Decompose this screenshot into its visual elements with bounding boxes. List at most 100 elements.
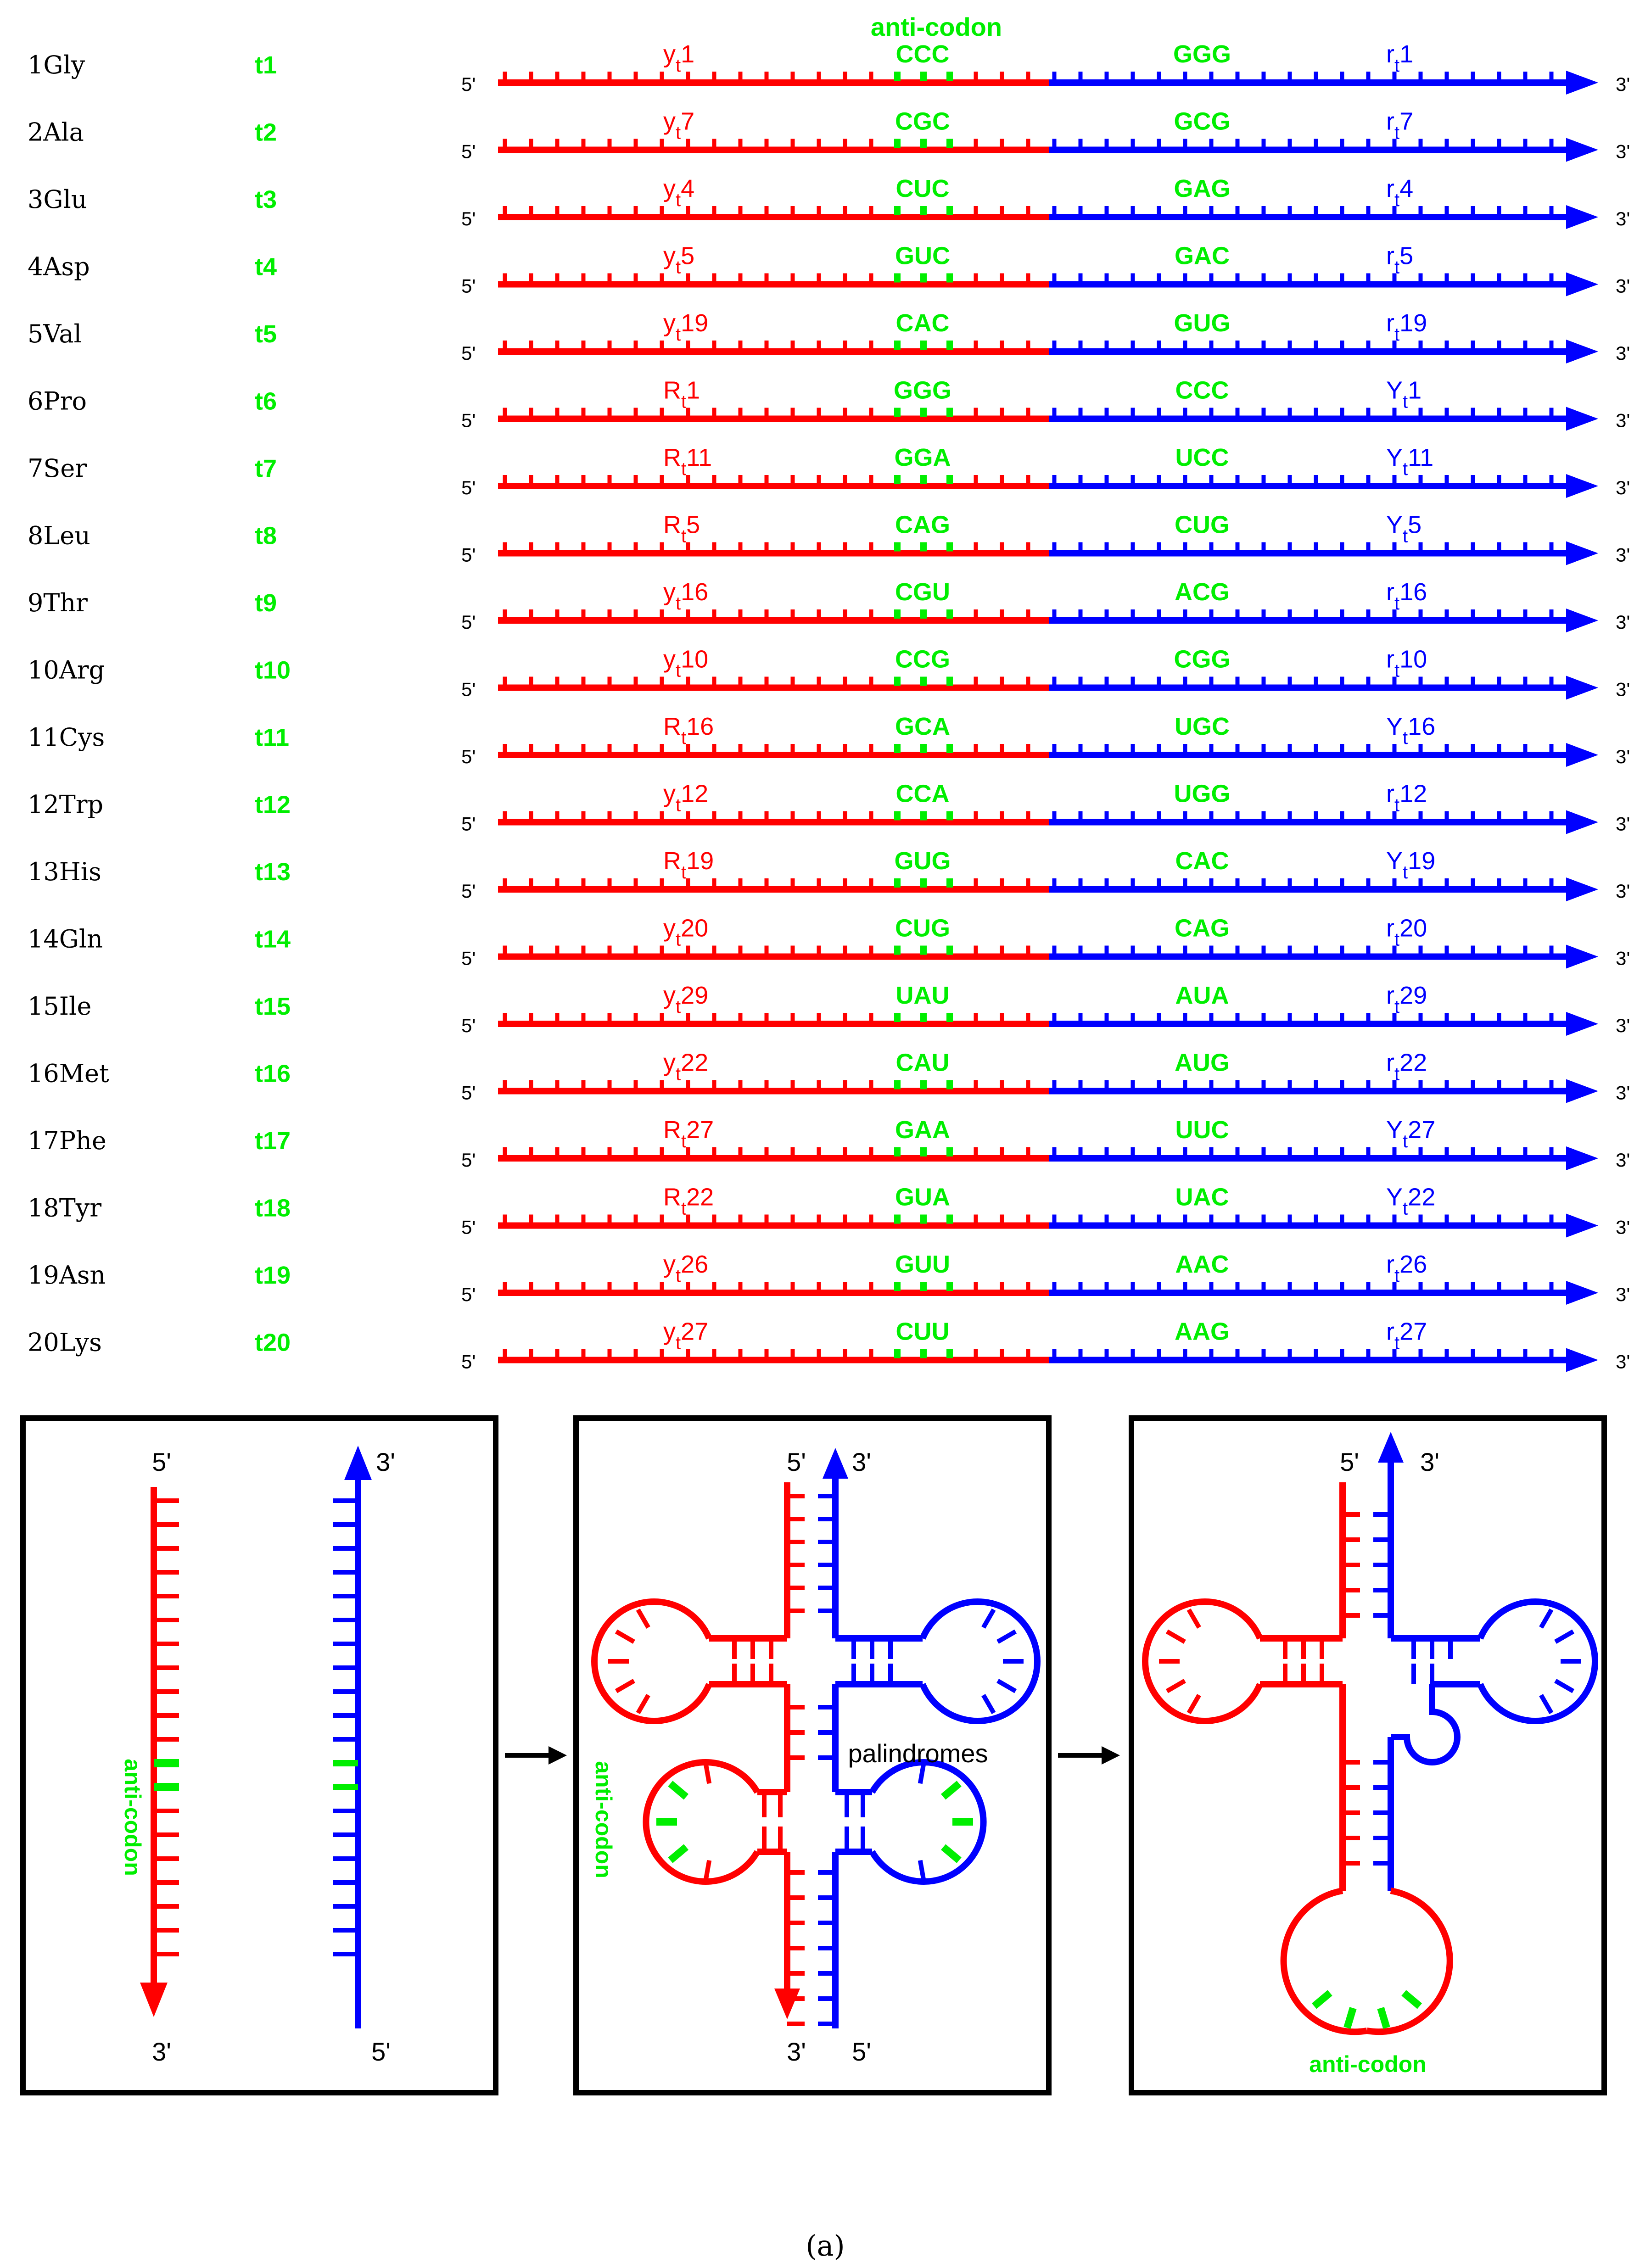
panel2-palindromes-label: palindromes xyxy=(848,1739,988,1768)
loop-base-tick xyxy=(940,1781,962,1800)
loop-base-tick xyxy=(918,1763,926,1784)
right-index-sub: t xyxy=(1403,862,1408,883)
amino-acid-label: 20Lys xyxy=(28,1328,102,1357)
anticodon-triplet: CUU xyxy=(896,1318,950,1346)
left-index-label: yt22 xyxy=(663,1049,708,1084)
trna-tag: t8 xyxy=(255,522,277,550)
left-index-num: 27 xyxy=(686,1116,714,1144)
complement-triplet: UUC xyxy=(1175,1116,1229,1144)
amino-acid-label: 17Phe xyxy=(28,1126,106,1155)
left-index-sub: t xyxy=(681,728,686,748)
right-index-num: 11 xyxy=(1408,444,1433,471)
left-index-num: 5 xyxy=(681,242,694,270)
strand-arrowhead xyxy=(1566,138,1598,162)
right-index-label: Yt1 xyxy=(1386,377,1422,412)
panel1-blue-ticks xyxy=(333,1498,358,1956)
complement-triplet: UGC xyxy=(1175,713,1230,740)
five-prime-label: 5' xyxy=(461,746,476,767)
right-index-num: 1 xyxy=(1399,40,1413,68)
loop-base-tick xyxy=(940,1844,962,1863)
five-prime-label: 5' xyxy=(461,1082,476,1104)
left-index-label: yt5 xyxy=(663,242,694,278)
amino-acid-label: 15Ile xyxy=(28,992,91,1021)
right-index-sub: t xyxy=(1394,1266,1399,1286)
panel1-label-bottom-right: 5' xyxy=(371,2037,391,2066)
left-index-num: 19 xyxy=(681,309,708,337)
left-index-num: 10 xyxy=(681,646,708,673)
three-prime-label: 3' xyxy=(1616,1149,1630,1171)
panel1-label-top-right: 3' xyxy=(376,1447,395,1476)
loop-base-tick xyxy=(1343,2007,1357,2029)
loop-base-tick xyxy=(1539,1694,1554,1715)
right-index-num: 16 xyxy=(1408,713,1435,740)
right-index-num: 16 xyxy=(1399,578,1427,606)
left-index-label: yt26 xyxy=(663,1251,708,1286)
right-index-label: rt22 xyxy=(1386,1049,1427,1084)
trna-tag: t12 xyxy=(255,791,291,819)
panel3-anticodon-loop-blue xyxy=(1366,1888,1453,2035)
strand-arrowhead xyxy=(1566,340,1598,363)
right-index-num: 5 xyxy=(1399,242,1413,270)
panel3-anticodon-label: anti-codon xyxy=(1309,2051,1427,2077)
loop-base-tick xyxy=(615,1679,635,1693)
right-index-label: rt20 xyxy=(1386,915,1427,950)
loop-base-tick xyxy=(1377,2007,1390,2029)
complement-triplet: AAG xyxy=(1175,1318,1230,1346)
panel3-label-top-right: 3' xyxy=(1420,1447,1439,1476)
complement-triplet: CAC xyxy=(1175,847,1229,875)
panel3-blue-right-loop xyxy=(1477,1598,1598,1724)
three-prime-label: 3' xyxy=(1616,410,1630,431)
anticodon-triplet: CAU xyxy=(896,1049,950,1077)
five-prime-label: 5' xyxy=(461,611,476,633)
left-index-num: 1 xyxy=(686,377,700,404)
five-prime-label: 5' xyxy=(461,1149,476,1171)
three-prime-label: 3' xyxy=(1616,948,1630,969)
right-index-sub: t xyxy=(1403,392,1408,412)
strand-arrowhead xyxy=(1566,474,1598,498)
complement-triplet: GGG xyxy=(1173,40,1231,68)
right-index-num: 12 xyxy=(1399,780,1427,808)
amino-acid-label: 6Pro xyxy=(28,387,87,416)
panel-2-cloverleaf: 5' 3' 3' 5' palindromes anti-codon xyxy=(591,1447,1041,2066)
panel1-label-bottom-left: 3' xyxy=(152,2037,171,2066)
complement-triplet: GAG xyxy=(1174,175,1230,202)
trna-tag: t9 xyxy=(255,589,277,617)
right-index-num: 26 xyxy=(1399,1251,1427,1278)
anticodon-triplet: GUG xyxy=(894,847,951,875)
left-index-label: Rt19 xyxy=(663,847,714,883)
five-prime-label: 5' xyxy=(461,1284,476,1305)
anticodon-triplet: GGG xyxy=(894,377,951,404)
panel2-blue-arrowhead xyxy=(823,1448,848,1479)
anticodon-triplet: GUA xyxy=(895,1184,950,1211)
left-index-sub: t xyxy=(681,1131,686,1151)
complement-triplet: AUA xyxy=(1175,982,1229,1009)
loop-base-tick xyxy=(981,1694,996,1715)
right-index-num: 29 xyxy=(1399,982,1427,1009)
left-index-sub: t xyxy=(676,997,681,1017)
right-index-label: Yt5 xyxy=(1386,511,1422,547)
right-index-sub: t xyxy=(1394,997,1399,1017)
five-prime-label: 5' xyxy=(461,73,476,95)
right-index-sub: t xyxy=(1394,795,1399,816)
left-index-num: 22 xyxy=(681,1049,708,1077)
panel-2-frame xyxy=(573,1415,1052,2095)
strand-arrowhead xyxy=(1566,676,1598,700)
left-index-label: Rt5 xyxy=(663,511,700,547)
five-prime-label: 5' xyxy=(461,813,476,835)
panel2-red-left-arm xyxy=(709,1635,787,1687)
amino-acid-label: 7Ser xyxy=(28,454,87,483)
complement-triplet: GAC xyxy=(1175,242,1230,270)
complement-triplet: UCC xyxy=(1175,444,1229,471)
anticodon-triplet: CGC xyxy=(895,108,950,135)
panel1-label-top-left: 5' xyxy=(152,1447,171,1476)
three-prime-label: 3' xyxy=(1616,611,1630,633)
strand-arrowhead xyxy=(1566,1213,1598,1238)
three-prime-label: 3' xyxy=(1616,880,1630,902)
panel2-pair-ticks xyxy=(608,1494,1024,2026)
loop-base-tick xyxy=(636,1608,650,1629)
